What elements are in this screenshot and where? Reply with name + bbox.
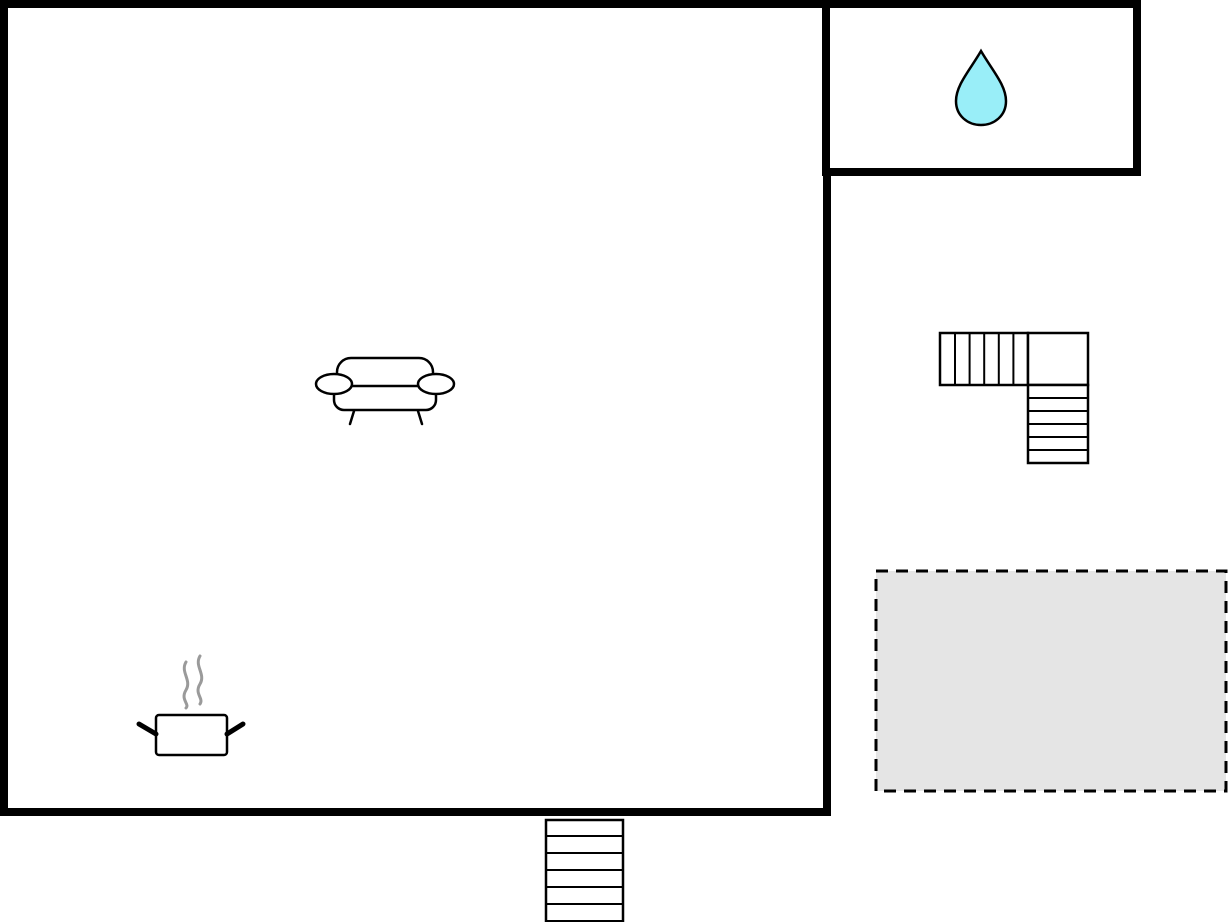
water-drop-icon	[954, 48, 1008, 127]
cooking-pot-icon	[136, 654, 246, 757]
terrace-area	[874, 569, 1228, 793]
main-room-walls	[0, 0, 831, 816]
l-shaped-staircase-icon	[938, 331, 1090, 465]
sofa-icon	[314, 356, 456, 426]
straight-staircase-icon	[544, 818, 625, 922]
